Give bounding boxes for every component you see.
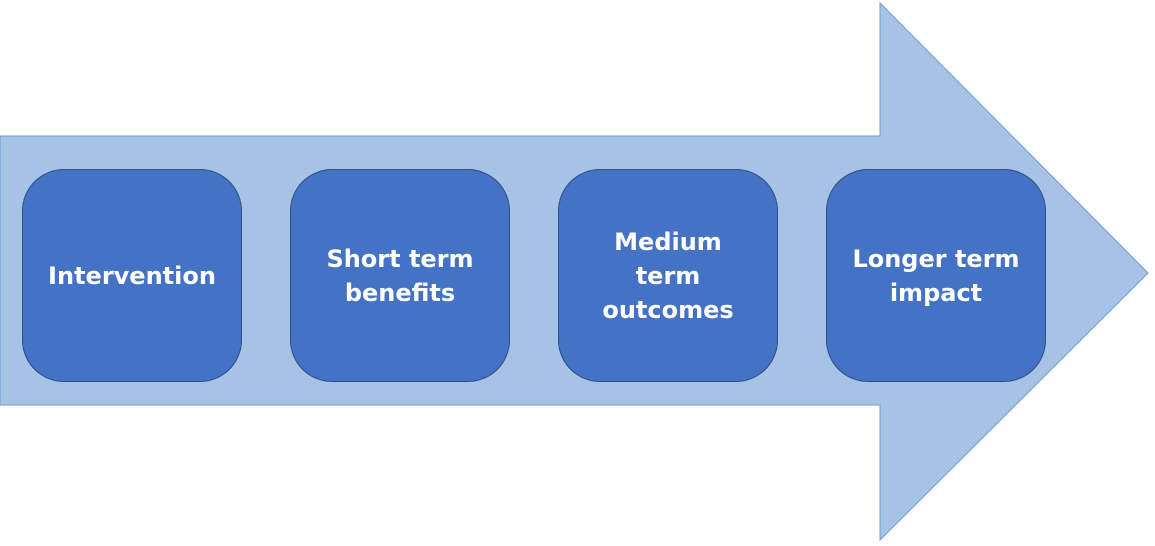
step-box-short-term-benefits: Short term benefits [290,169,510,382]
step-box-medium-term-outcomes: Medium term outcomes [558,169,778,382]
step-label: Medium term outcomes [602,227,734,324]
step-box-longer-term-impact: Longer term impact [826,169,1046,382]
step-label: Short term benefits [326,244,474,307]
step-box-intervention: Intervention [22,169,242,382]
step-label: Intervention [48,261,216,290]
step-label: Longer term impact [852,244,1020,307]
